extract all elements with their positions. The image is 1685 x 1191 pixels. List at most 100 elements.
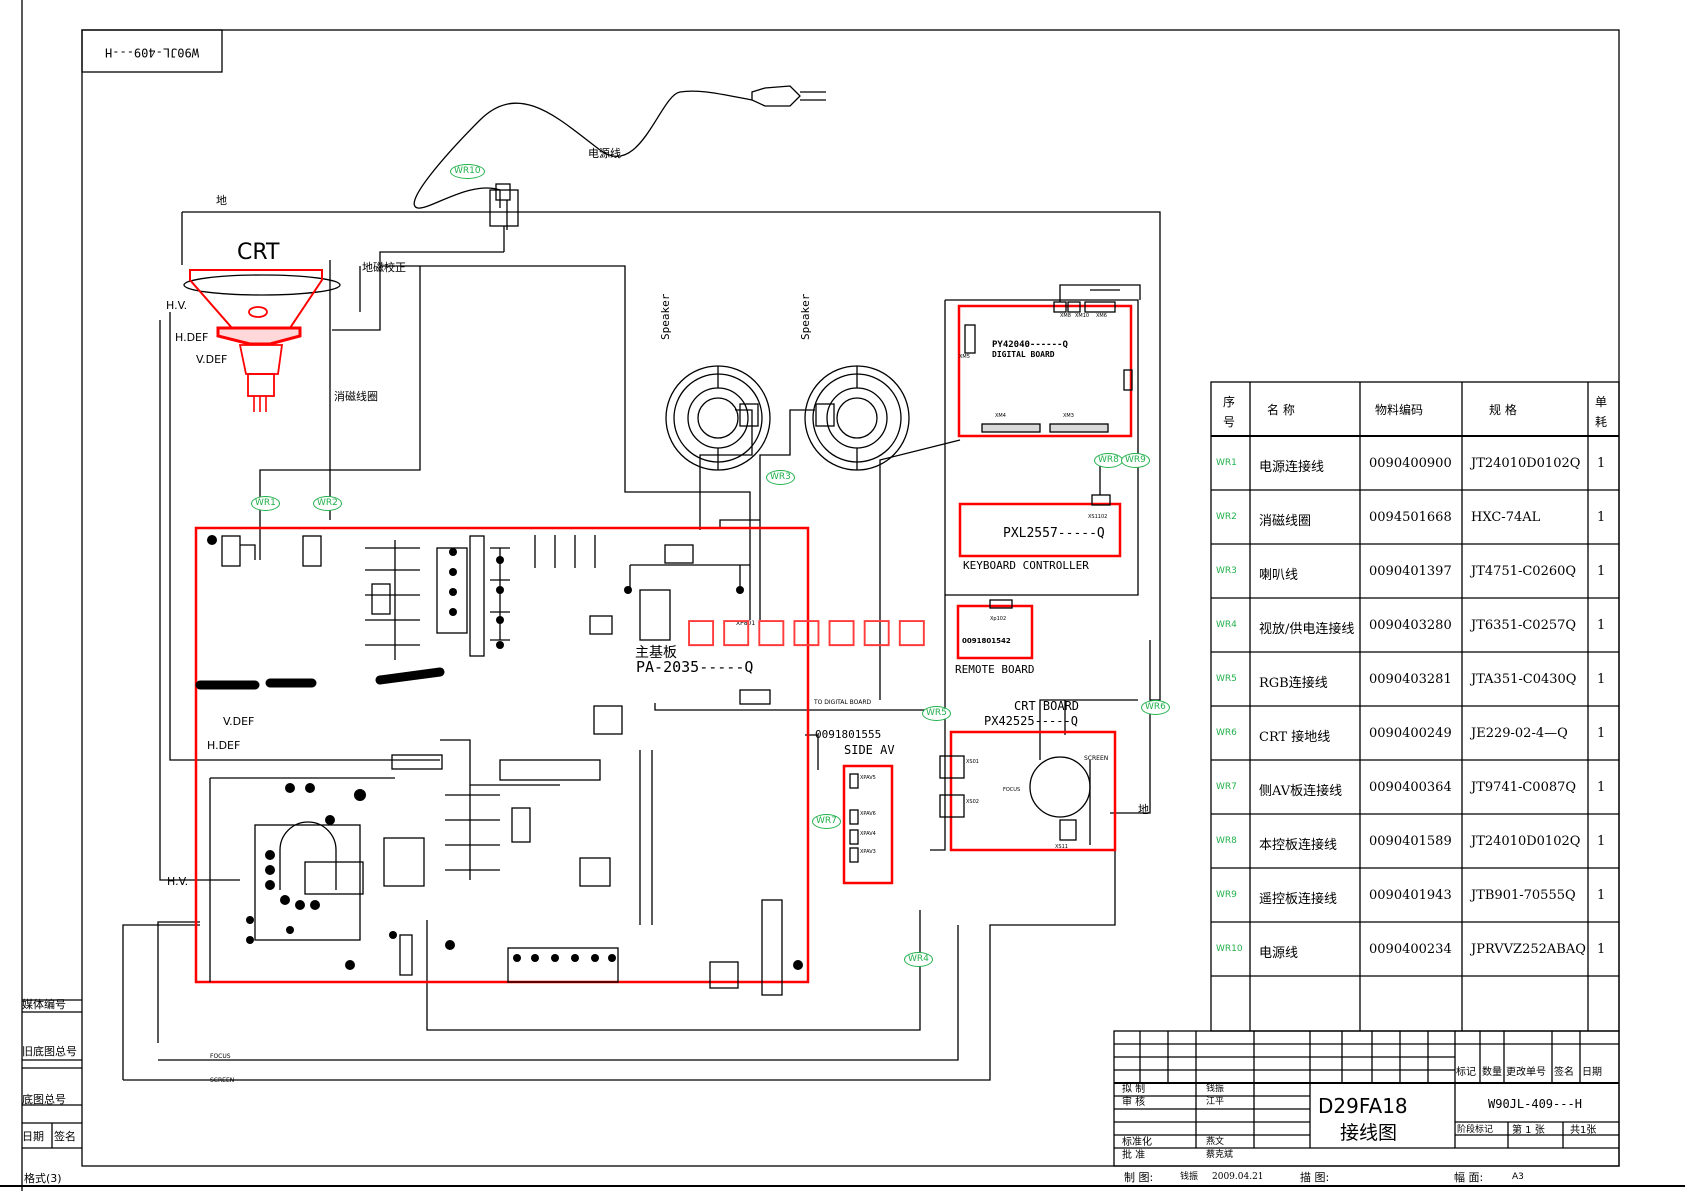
table-row: WR2 消磁线圈 0094501668 HXC-74AL 1 (1211, 490, 1619, 544)
to-digital-board-label: TO DIGITAL BOARD (814, 699, 872, 706)
model-number: D29FA18 (1318, 1094, 1408, 1118)
side-label-date: 日期 (22, 1130, 44, 1143)
table-row: WR6 CRT 接地线 0090400249 JE229-02-4—Q 1 (1211, 706, 1619, 760)
wire-tag-wr1: WR1 (251, 496, 280, 511)
wires (122, 85, 1161, 1081)
wire-tag-wr2: WR2 (313, 496, 342, 511)
crt-label: CRT (237, 240, 280, 265)
wire-tag-wr3: WR3 (766, 470, 795, 485)
table-row: WR1 电源连接线 0090400900 JT24010D0102Q 1 (1211, 436, 1619, 490)
screen-board-label: SCREEN (1084, 755, 1109, 762)
side-label-old-master: 旧底图总号 (22, 1044, 77, 1058)
main-board (194, 526, 810, 996)
side-label-stack: 媒体编号 旧底图总号 底图总号 日期 签名 格式(3) (22, 997, 82, 1185)
keyboard-code: PXL2557-----Q (1003, 526, 1105, 541)
code-box: W90JL-409---H (81, 29, 223, 73)
wire-tag-wr5: WR5 (922, 706, 951, 721)
row-name: CRT 接地线 (1259, 730, 1331, 745)
row-id: WR9 (1213, 888, 1240, 902)
rev-header-mark: 标记 (1456, 1067, 1476, 1078)
row-name: 消磁线圈 (1259, 514, 1312, 529)
side-av-code: 0091801555 (815, 728, 882, 741)
row-qty: 1 (1597, 726, 1606, 741)
row-code: 0090400900 (1369, 456, 1452, 471)
header-name: 名 称 (1267, 403, 1295, 417)
rev-header-date: 日期 (1582, 1067, 1602, 1078)
sig-name-standard: 燕文 (1206, 1137, 1225, 1147)
wire-tag-wr8: WR8 (1094, 453, 1123, 468)
wire-tag-wr9: WR9 (1121, 453, 1150, 468)
crt-board (939, 730, 1117, 852)
drawn-by-name: 钱振 (1180, 1172, 1199, 1182)
row-id: WR8 (1213, 834, 1240, 848)
xpav6-label: XPAV6 (860, 811, 876, 817)
screen-wire-label: SCREEN (210, 1077, 235, 1084)
table-row: WR9 遥控板连接线 0090401943 JTB901-70555Q 1 (1211, 868, 1619, 922)
row-name: 本控板连接线 (1259, 838, 1338, 853)
row-qty: 1 (1597, 780, 1606, 795)
crt-board-name: CRT BOARD (1014, 699, 1080, 713)
header-seq: 序号 (1223, 395, 1236, 429)
row-id: WR6 (1213, 726, 1240, 740)
speaker-left (665, 365, 771, 471)
xpav5-label: XPAV5 (860, 775, 876, 781)
vdef-label-top: V.DEF (196, 353, 228, 366)
row-qty: 1 (1597, 564, 1606, 579)
sheet-number: 第 1 张 (1512, 1125, 1545, 1136)
row-id: WR7 (1213, 780, 1240, 794)
row-spec: JPRVVZ252ABAQ (1471, 942, 1586, 957)
row-code: 0090401589 (1369, 834, 1452, 849)
wire-tag-wr6: WR6 (1141, 700, 1170, 715)
row-name: 遥控板连接线 (1259, 892, 1338, 907)
format-label: 格式(3) (24, 1171, 62, 1185)
row-spec: JT6351-C0257Q (1471, 618, 1577, 633)
row-name: 电源连接线 (1259, 460, 1325, 475)
size-value: A3 (1512, 1172, 1524, 1182)
row-spec: JE229-02-4—Q (1471, 726, 1568, 741)
digital-board-name: DIGITAL BOARD (992, 350, 1055, 359)
row-id: WR2 (1213, 510, 1240, 524)
row-spec: JT9741-C0087Q (1471, 780, 1577, 795)
crt-board-code: PX42525-----Q (984, 714, 1078, 728)
remote-code: 0091801542 (962, 637, 1011, 645)
xpav4-label: XPAV4 (860, 831, 876, 837)
row-spec: JTA351-C0430Q (1471, 672, 1577, 687)
side-av-board (842, 764, 894, 885)
header-code: 物料编码 (1375, 403, 1424, 417)
focus-wire-label: FOCUS (210, 1053, 231, 1060)
hdef-label-top: H.DEF (175, 331, 209, 344)
row-code: 0090400364 (1369, 780, 1452, 795)
xs02-label: XS02 (966, 799, 979, 805)
sig-role-approved: 批 准 (1122, 1150, 1146, 1161)
table-row: WR5 RGB连接线 0090403281 JTA351-C0430Q 1 (1211, 652, 1619, 706)
remote-name: REMOTE BOARD (955, 663, 1035, 676)
traced-by-label: 描 图: (1300, 1171, 1330, 1184)
row-qty: 1 (1597, 618, 1606, 633)
xpav3-label: XPAV3 (860, 849, 876, 855)
xm5-left-label: XM5 (959, 354, 970, 360)
row-spec: JT24010D0102Q (1471, 834, 1581, 849)
row-id: WR10 (1213, 942, 1246, 956)
row-qty: 1 (1597, 942, 1606, 957)
wire-tag-wr10: WR10 (450, 164, 485, 179)
table-row: WR4 视放/供电连接线 0090403280 JT6351-C0257Q 1 (1211, 598, 1619, 652)
row-code: 0094501668 (1369, 510, 1452, 525)
row-code: 0090403280 (1369, 618, 1452, 633)
main-board-code: PA-2035-----Q (636, 658, 754, 676)
main-board-cn-label: 主基板 (635, 645, 677, 661)
xm10-label: XM10 (1075, 313, 1090, 319)
row-code: 0090400234 (1369, 942, 1452, 957)
row-qty: 1 (1597, 456, 1606, 471)
hdef-label-board: H.DEF (207, 739, 241, 752)
rev-header-qty: 数量 (1482, 1067, 1502, 1078)
xs11-label: XS11 (1055, 844, 1068, 850)
sig-role-drafted: 拟 制 (1122, 1084, 1146, 1095)
power-cord-label: 电源线 (588, 147, 621, 160)
row-qty: 1 (1597, 510, 1606, 525)
row-spec: JTB901-70555Q (1471, 888, 1576, 903)
drawn-date: 2009.04.21 (1212, 1172, 1264, 1182)
digital-board (957, 284, 1141, 438)
xm4-label: XM4 (995, 413, 1006, 419)
row-id: WR1 (1213, 456, 1240, 470)
side-label-signature: 签名 (54, 1129, 76, 1143)
